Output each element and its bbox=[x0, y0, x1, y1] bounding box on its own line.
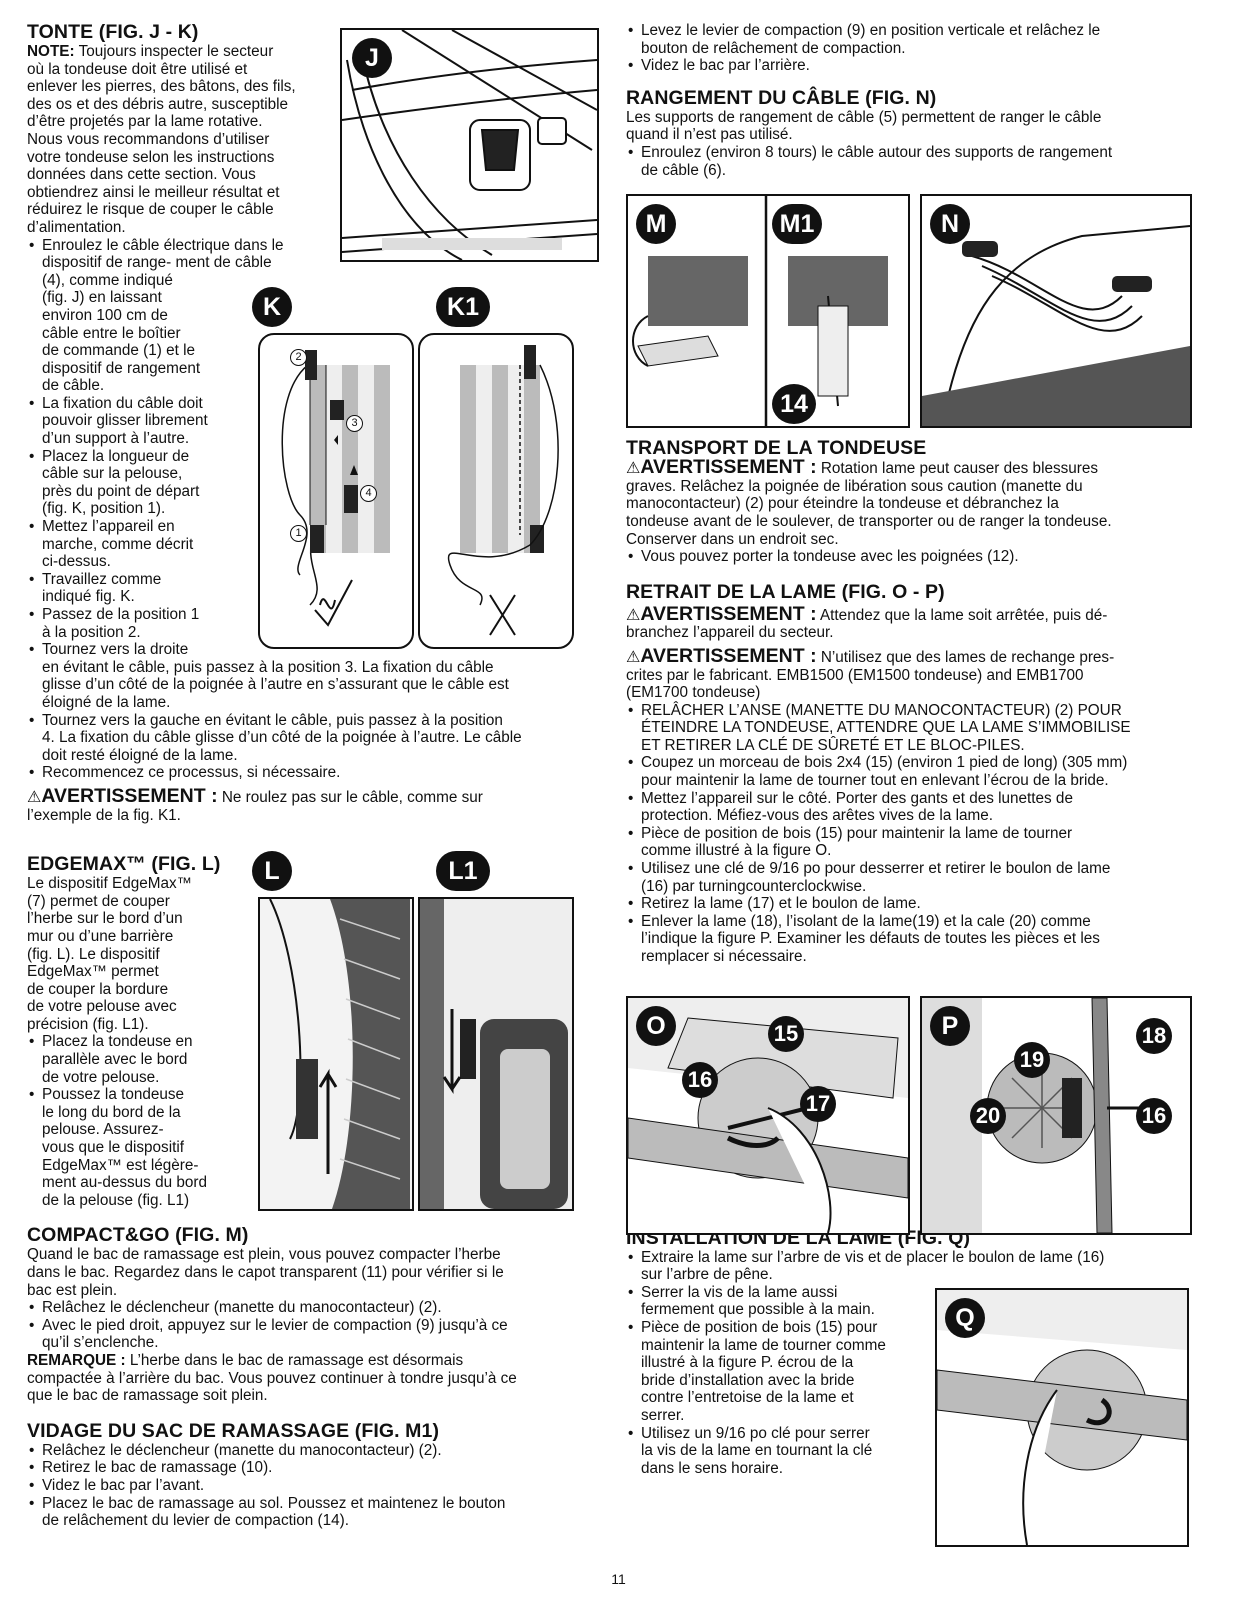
list-item: RELÂCHER L’ANSE (MANETTE DU MANOCONTACTE… bbox=[626, 702, 1191, 755]
callout-1: 2 bbox=[290, 349, 307, 366]
figure-label-m1: M1 bbox=[772, 204, 822, 244]
edgemax-wall-illustration bbox=[260, 899, 412, 1209]
callout-18: 18 bbox=[1136, 1018, 1172, 1054]
list-item: Passez de la position 1 à la position 2. bbox=[27, 606, 602, 641]
figure-m-m1: M M1 14 bbox=[626, 194, 910, 428]
list-item: Videz le bac par l’avant. bbox=[27, 1477, 602, 1495]
figure-k: 2 3 4 1 bbox=[258, 333, 414, 649]
section-title-rangement: RANGEMENT DU CÂBLE (FIG. N) bbox=[626, 86, 937, 109]
figure-l bbox=[258, 897, 414, 1211]
note-label: NOTE: bbox=[27, 43, 75, 60]
callout-17: 17 bbox=[800, 1086, 836, 1122]
figure-p: P 18 19 20 16 bbox=[920, 996, 1192, 1235]
callout-4: 4 bbox=[360, 485, 377, 502]
list-item: Recommencez ce processus, si nécessaire. bbox=[27, 764, 602, 782]
edgemax-text: Le dispositif EdgeMax™ (7) permet de cou… bbox=[27, 875, 242, 1209]
warning-triangle-icon: ⚠ bbox=[626, 606, 641, 624]
list-item: Videz le bac par l’arrière. bbox=[626, 57, 1191, 75]
callout-16: 16 bbox=[682, 1062, 718, 1098]
list-item: Enroulez (environ 8 tours) le câble auto… bbox=[626, 144, 1191, 179]
warning-triangle-icon: ⚠ bbox=[27, 788, 42, 806]
figure-label-l: L bbox=[252, 851, 292, 891]
callout-3: 3 bbox=[346, 415, 363, 432]
list-item: Tournez vers la gauche en évitant le câb… bbox=[27, 712, 602, 765]
list-item: Tournez vers la droite en évitant le câb… bbox=[27, 641, 602, 711]
section-title-retrait: RETRAIT DE LA LAME (FIG. O - P) bbox=[626, 580, 945, 603]
mowing-pattern-incorrect-illustration bbox=[447, 345, 559, 636]
figure-o: O 15 16 17 bbox=[626, 996, 910, 1235]
tonte-warning: ⚠AVERTISSEMENT : Ne roulez pas sur le câ… bbox=[27, 784, 483, 824]
callout-1b: 1 bbox=[290, 525, 307, 542]
list-item: Levez le levier de compaction (9) en pos… bbox=[626, 22, 1191, 57]
list-item: La fixation du câble doit pouvoir glisse… bbox=[27, 395, 602, 448]
section-title-compact: COMPACT&GO (FIG. M) bbox=[27, 1224, 249, 1247]
figure-q: Q bbox=[935, 1288, 1189, 1547]
list-item: Utilisez un 9/16 po clé pour serrer la v… bbox=[626, 1425, 926, 1478]
section-title-edgemax: EDGEMAX™ (FIG. L) bbox=[27, 853, 221, 876]
cable-storage-illustration bbox=[922, 225, 1190, 426]
figure-label-k: K bbox=[252, 287, 292, 327]
list-item: Placez la longueur de câble sur la pelou… bbox=[27, 448, 602, 518]
tonte-note: NOTE: Toujours inspecter le secteur où l… bbox=[27, 43, 296, 236]
list-item: Retirez le bac de ramassage (10). bbox=[27, 1459, 602, 1477]
callout-15: 15 bbox=[768, 1016, 804, 1052]
list-item: Travaillez comme indiqué fig. K. bbox=[27, 571, 602, 606]
list-item: Relâchez le déclencheur (manette du mano… bbox=[27, 1442, 602, 1460]
list-item: Serrer la vis de la lame aussi fermement… bbox=[626, 1284, 926, 1319]
cord-holder-illustration bbox=[342, 30, 597, 260]
list-item: Enroulez le câble électrique dans le dis… bbox=[27, 237, 602, 395]
list-item: Coupez un morceau de bois 2x4 (15) (envi… bbox=[626, 754, 1191, 789]
left-column: TONTE (FIG. J - K) NOTE: Toujours inspec… bbox=[27, 22, 602, 1530]
list-item: Mettez l’appareil sur le côté. Porter de… bbox=[626, 790, 1191, 825]
figure-label-j: J bbox=[352, 38, 392, 78]
figure-j: J bbox=[340, 28, 599, 262]
mowing-pattern-correct-illustration bbox=[281, 350, 390, 627]
remark-label: REMARQUE : bbox=[27, 1351, 126, 1369]
tonte-bullets: Enroulez le câble électrique dans le dis… bbox=[27, 237, 602, 782]
callout-19: 19 bbox=[1014, 1042, 1050, 1078]
callout-16b: 16 bbox=[1136, 1098, 1172, 1134]
section-title-vidage: VIDAGE DU SAC DE RAMASSAGE (FIG. M1) bbox=[27, 1419, 440, 1442]
list-item: Enlever la lame (18), l’isolant de la la… bbox=[626, 913, 1191, 966]
figure-label-m: M bbox=[636, 204, 676, 244]
blade-installation-illustration bbox=[937, 1290, 1187, 1545]
figure-label-q: Q bbox=[945, 1298, 985, 1338]
list-item: Pièce de position de bois (15) pour main… bbox=[626, 825, 1191, 860]
right-column: Levez le levier de compaction (9) en pos… bbox=[626, 22, 1191, 1477]
list-item: Relâchez le déclencheur (manette du mano… bbox=[27, 1299, 602, 1317]
list-item: Mettez l’appareil en marche, comme décri… bbox=[27, 518, 602, 571]
warning-triangle-icon: ⚠ bbox=[626, 648, 641, 666]
figure-label-l1: L1 bbox=[436, 851, 490, 891]
figure-label-p: P bbox=[930, 1006, 970, 1046]
section-title-tonte: TONTE (FIG. J - K) bbox=[27, 21, 199, 43]
list-item: Extraire la lame sur l’arbre de vis et d… bbox=[626, 1249, 1191, 1284]
figure-label-k1: K1 bbox=[436, 287, 490, 327]
list-item: Utilisez une clé de 9/16 po pour desserr… bbox=[626, 860, 1191, 895]
figure-label-n: N bbox=[930, 204, 970, 244]
figure-k1 bbox=[418, 333, 574, 649]
edgemax-lawn-edge-illustration bbox=[420, 899, 572, 1209]
list-item: Retirez la lame (17) et le boulon de lam… bbox=[626, 895, 1191, 913]
list-item: Vous pouvez porter la tondeuse avec les … bbox=[626, 548, 1191, 566]
callout-14: 14 bbox=[772, 384, 816, 424]
figure-l1 bbox=[418, 897, 574, 1211]
list-item: Poussez la tondeuse le long du bord de l… bbox=[27, 1086, 242, 1209]
list-item: Pièce de position de bois (15) pour main… bbox=[626, 1319, 926, 1425]
compaction-lever-illustration bbox=[632, 196, 888, 426]
warning-triangle-icon: ⚠ bbox=[626, 460, 641, 478]
list-item: Placez le bac de ramassage au sol. Pouss… bbox=[27, 1495, 602, 1530]
figure-n: N bbox=[920, 194, 1192, 428]
page-number: 11 bbox=[611, 1571, 626, 1587]
callout-20: 20 bbox=[970, 1098, 1006, 1134]
section-title-transport: TRANSPORT DE LA TONDEUSE bbox=[626, 437, 927, 460]
list-item: Avec le pied droit, appuyez sur le levie… bbox=[27, 1317, 602, 1352]
list-item: Placez la tondeuse en parallèle avec le … bbox=[27, 1033, 242, 1086]
figure-label-o: O bbox=[636, 1006, 676, 1046]
